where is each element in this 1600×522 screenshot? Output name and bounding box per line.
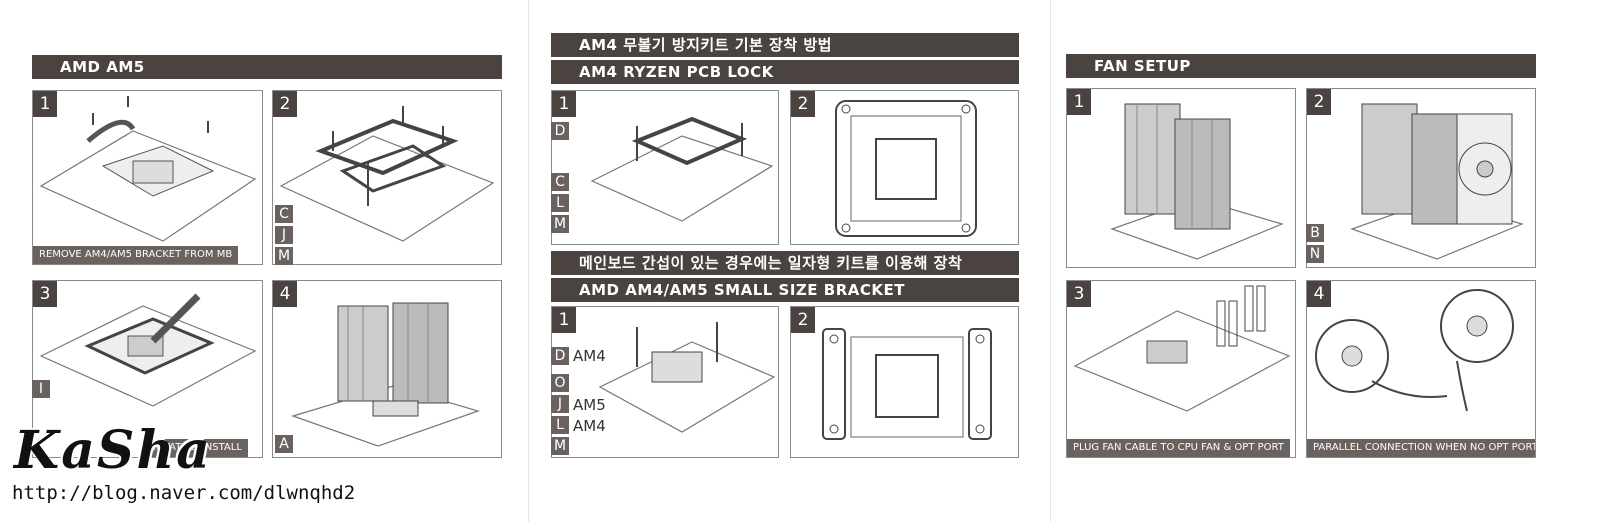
small-bracket-step-2-panel: 2 (790, 306, 1019, 458)
step-number: 2 (791, 91, 815, 117)
part-tag-i: I (32, 380, 50, 398)
watermark-url: http://blog.naver.com/dlwnqhd2 (12, 482, 356, 504)
pcb-lock-install-illustration (590, 116, 774, 222)
part-tag-n: N (1306, 245, 1324, 263)
step-number: 4 (1307, 281, 1331, 307)
step-number: 2 (1307, 89, 1331, 115)
step-caption: PLUG FAN CABLE TO CPU FAN & OPT PORT (1067, 439, 1290, 457)
page-fold-right (1050, 0, 1051, 522)
part-tag-b: B (1306, 224, 1324, 242)
part-tag-j: J (275, 226, 293, 244)
fan-step-1-panel: 1 (1066, 88, 1296, 268)
step-caption: PARALLEL CONNECTION WHEN NO OPT PORT (1307, 439, 1535, 457)
step-number: 4 (273, 281, 297, 307)
step-number: 1 (552, 91, 576, 117)
am5-step-1-panel: 1 REMOVE AM4/AM5 BRACKET FROM MB (32, 90, 263, 265)
step-number: 2 (791, 307, 815, 333)
part-tag-j: J (551, 395, 569, 413)
fan-step-4-panel: 4 PARALLEL CONNECTION WHEN NO OPT PORT (1306, 280, 1536, 458)
thermal-paste-illustration (39, 293, 257, 407)
fan-cable-plug-illustration (1073, 285, 1291, 412)
small-bracket-install-illustration (598, 322, 776, 433)
small-bracket-korean-header: 메인보드 간섭이 있는 경우에는 일자형 키트를 이용해 장착 (551, 251, 1019, 275)
parallel-fan-connection-illustration (1315, 289, 1514, 412)
part-tag-d: D (551, 347, 569, 365)
part-tag-c: C (275, 205, 293, 223)
fan-step-2-panel: 2 (1306, 88, 1536, 268)
cooler-towers-illustration (1110, 103, 1284, 260)
socket-label-am4: AM4 (573, 347, 606, 365)
small-size-bracket-header: AMD AM4/AM5 SMALL SIZE BRACKET (551, 278, 1019, 302)
step-caption: REMOVE AM4/AM5 BRACKET FROM MB (33, 246, 239, 264)
page-fold-left (528, 0, 529, 522)
step-number: 2 (273, 91, 297, 117)
step-number: 1 (33, 91, 57, 117)
fan-step-3-panel: 3 PLUG FAN CABLE TO CPU FAN & OPT PORT (1066, 280, 1296, 458)
part-tag-l: L (551, 194, 569, 212)
step-number: 3 (33, 281, 57, 307)
am5-step-2-panel: 2 (272, 90, 502, 265)
am5-step-4-panel: 4 (272, 280, 502, 458)
pcb-lock-step-2-panel: 2 (790, 90, 1019, 245)
step-number: 1 (1067, 89, 1091, 115)
part-tag-o: O (551, 374, 569, 392)
part-tag-m: M (551, 437, 569, 455)
part-tag-m: M (275, 247, 293, 265)
am4-ryzen-pcb-lock-header: AM4 RYZEN PCB LOCK (551, 60, 1019, 84)
amd-am5-header: AMD AM5 (32, 55, 502, 79)
socket-label-am5: AM5 (573, 396, 606, 414)
pcb-lock-step-1-panel: 1 (551, 90, 779, 245)
part-tag-d: D (551, 122, 569, 140)
part-tag-a: A (275, 435, 293, 453)
install-backplate-illustration (279, 106, 495, 242)
part-tag-l: L (551, 416, 569, 434)
am5-step-3-panel: 3 ROTATE & INSTALL (32, 280, 263, 458)
socket-label-am4: AM4 (573, 417, 606, 435)
step-number: 1 (552, 307, 576, 333)
step-number: 3 (1067, 281, 1091, 307)
part-tag-m: M (551, 215, 569, 233)
kasha-watermark-logo: KaSha (14, 420, 212, 481)
cooler-install-illustration (291, 302, 480, 447)
pcb-lock-topview-illustration (835, 100, 977, 237)
am4-korean-header: AM4 무볼기 방지키트 기본 장착 방법 (551, 33, 1019, 57)
small-bracket-topview-illustration (822, 328, 992, 440)
fan-setup-header: FAN SETUP (1066, 54, 1536, 78)
remove-bracket-illustration (39, 96, 257, 242)
fan-mount-illustration (1350, 103, 1524, 260)
small-bracket-step-1-panel: 1 (551, 306, 779, 458)
part-tag-c: C (551, 173, 569, 191)
step-caption: ROTATE & INSTALL (143, 439, 248, 457)
